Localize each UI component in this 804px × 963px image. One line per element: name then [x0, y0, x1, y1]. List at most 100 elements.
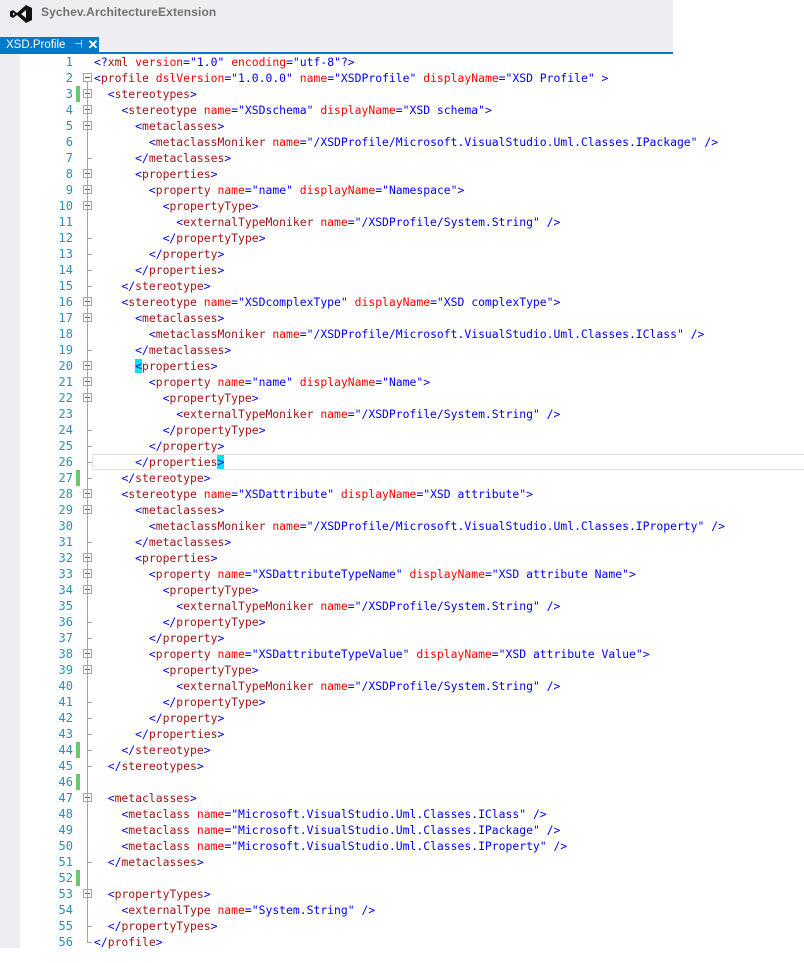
collapse-icon[interactable] [83, 73, 92, 82]
code-line[interactable]: 53 <propertyTypes> [20, 886, 804, 902]
code-line[interactable]: 18 <metaclassMoniker name="/XSDProfile/M… [20, 326, 804, 342]
code-line[interactable]: 11 <externalTypeMoniker name="/XSDProfil… [20, 214, 804, 230]
code-text: </stereotype> [121, 279, 211, 293]
code-text: <metaclassMoniker name="/XSDProfile/Micr… [148, 519, 725, 533]
line-number: 27 [58, 471, 73, 485]
close-icon[interactable]: ✕ [87, 37, 99, 52]
code-line[interactable]: 15 </stereotype> [20, 278, 804, 294]
code-line[interactable]: 5 <metaclasses> [20, 118, 804, 134]
code-text: <metaclass name="Microsoft.VisualStudio.… [121, 823, 561, 837]
code-line[interactable]: 28 <stereotype name="XSDattribute" displ… [20, 486, 804, 502]
line-number: 49 [58, 823, 73, 837]
line-number: 47 [58, 791, 73, 805]
line-number: 6 [65, 135, 73, 149]
code-line[interactable]: 7 </metaclasses> [20, 150, 804, 166]
code-line[interactable]: 41 </propertyType> [20, 694, 804, 710]
code-line[interactable]: 9 <property name="name" displayName="Nam… [20, 182, 804, 198]
code-line[interactable]: 4 <stereotype name="XSDschema" displayNa… [20, 102, 804, 118]
code-line[interactable]: 2<profile dslVersion="1.0.0.0" name="XSD… [20, 70, 804, 86]
fold-end [87, 158, 92, 159]
code-line[interactable]: 44 </stereotype> [20, 742, 804, 758]
code-line[interactable]: 46 [20, 774, 804, 790]
line-number: 26 [58, 455, 73, 469]
code-line[interactable]: 19 </metaclasses> [20, 342, 804, 358]
pin-icon[interactable]: ⊣ [74, 39, 83, 50]
code-line[interactable]: 43 </properties> [20, 726, 804, 742]
code-line[interactable]: 8 <properties> [20, 166, 804, 182]
code-text: </metaclasses> [135, 535, 232, 549]
code-line[interactable]: 3 <stereotypes> [20, 86, 804, 102]
code-text: <?xml version="1.0" encoding="utf-8"?> [94, 55, 355, 69]
code-text: <metaclassMoniker name="/XSDProfile/Micr… [148, 327, 705, 341]
tab-xsd-profile[interactable]: XSD.Profile ⊣ ✕ [0, 37, 99, 53]
code-line[interactable]: 22 <propertyType> [20, 390, 804, 406]
line-number: 37 [58, 631, 73, 645]
line-number: 21 [58, 375, 73, 389]
code-line[interactable]: 16 <stereotype name="XSDcomplexType" dis… [20, 294, 804, 310]
code-line[interactable]: 54 <externalType name="System.String" /> [20, 902, 804, 918]
line-number: 14 [58, 263, 73, 277]
line-number: 44 [58, 743, 73, 757]
fold-end [87, 286, 92, 287]
code-line[interactable]: 26 </properties> [20, 454, 804, 470]
code-text: <metaclass name="Microsoft.VisualStudio.… [121, 839, 568, 853]
code-line[interactable]: 32 <properties> [20, 550, 804, 566]
code-line[interactable]: 1 <?xml version="1.0" encoding="utf-8"?> [20, 54, 804, 70]
code-text: <properties> [135, 359, 218, 373]
code-line[interactable]: 56</profile> [20, 934, 804, 950]
code-line[interactable]: 37 </property> [20, 630, 804, 646]
code-line[interactable]: 39 <propertyType> [20, 662, 804, 678]
code-line[interactable]: 45 </stereotypes> [20, 758, 804, 774]
line-number: 43 [58, 727, 73, 741]
code-text: </property> [148, 711, 225, 725]
code-editor[interactable]: 1<?xml version="1.0" encoding="utf-8"?>2… [20, 54, 804, 950]
code-line[interactable]: 23 <externalTypeMoniker name="/XSDProfil… [20, 406, 804, 422]
line-number: 1 [65, 55, 73, 69]
line-number: 41 [58, 695, 73, 709]
code-line[interactable]: 38 <property name="XSDattributeTypeValue… [20, 646, 804, 662]
code-line[interactable]: 17 <metaclasses> [20, 310, 804, 326]
code-line[interactable]: 20 <properties> [20, 358, 804, 374]
code-line[interactable]: 42 </property> [20, 710, 804, 726]
code-line[interactable]: 13 </property> [20, 246, 804, 262]
code-line[interactable]: 40 <externalTypeMoniker name="/XSDProfil… [20, 678, 804, 694]
code-line[interactable]: 51 </metaclasses> [20, 854, 804, 870]
fold-guide [87, 130, 88, 158]
code-line[interactable]: 25 </property> [20, 438, 804, 454]
code-text: <metaclass name="Microsoft.VisualStudio.… [121, 807, 547, 821]
code-text: <externalType name="System.String" /> [121, 903, 376, 917]
code-line[interactable]: 12 </propertyType> [20, 230, 804, 246]
code-line[interactable]: 34 <propertyType> [20, 582, 804, 598]
code-text: </stereotypes> [107, 759, 204, 773]
line-number: 30 [58, 519, 73, 533]
code-line[interactable]: 24 </propertyType> [20, 422, 804, 438]
fold-end [87, 254, 92, 255]
code-line[interactable]: 36 </propertyType> [20, 614, 804, 630]
code-line[interactable]: 10 <propertyType> [20, 198, 804, 214]
code-text: <metaclasses> [135, 503, 225, 517]
line-number: 3 [65, 87, 73, 101]
title-bar: Sychev.ArchitectureExtension [0, 0, 673, 54]
line-number: 36 [58, 615, 73, 629]
fold-end [87, 718, 92, 719]
code-line[interactable]: 14 </properties> [20, 262, 804, 278]
code-line[interactable]: 31 </metaclasses> [20, 534, 804, 550]
code-line[interactable]: 52 [20, 870, 804, 886]
code-line[interactable]: 47 <metaclasses> [20, 790, 804, 806]
code-line[interactable]: 21 <property name="name" displayName="Na… [20, 374, 804, 390]
line-number: 38 [58, 647, 73, 661]
code-line[interactable]: 55 </propertyTypes> [20, 918, 804, 934]
line-number: 18 [58, 327, 73, 341]
code-line[interactable]: 49 <metaclass name="Microsoft.VisualStud… [20, 822, 804, 838]
fold-end [87, 942, 92, 943]
fold-end [87, 350, 92, 351]
code-line[interactable]: 33 <property name="XSDattributeTypeName"… [20, 566, 804, 582]
code-line[interactable]: 50 <metaclass name="Microsoft.VisualStud… [20, 838, 804, 854]
code-line[interactable]: 6 <metaclassMoniker name="/XSDProfile/Mi… [20, 134, 804, 150]
code-line[interactable]: 30 <metaclassMoniker name="/XSDProfile/M… [20, 518, 804, 534]
code-line[interactable]: 29 <metaclasses> [20, 502, 804, 518]
code-line[interactable]: 48 <metaclass name="Microsoft.VisualStud… [20, 806, 804, 822]
code-line[interactable]: 35 <externalTypeMoniker name="/XSDProfil… [20, 598, 804, 614]
line-number: 24 [58, 423, 73, 437]
code-line[interactable]: 27 </stereotype> [20, 470, 804, 486]
